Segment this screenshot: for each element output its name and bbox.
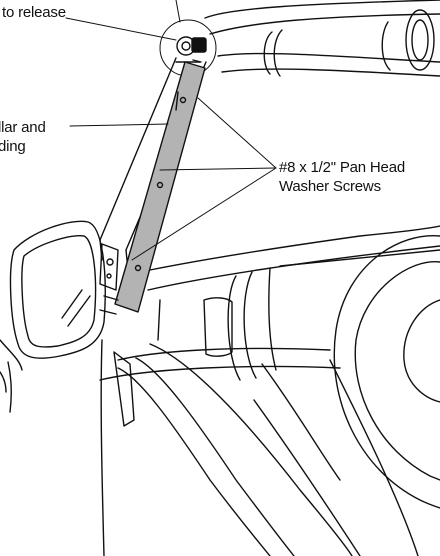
screws-label-line2: Washer Screws bbox=[279, 178, 381, 195]
steering-wheel bbox=[333, 234, 440, 509]
screws-label-line1: #8 x 1/2" Pan Head bbox=[279, 159, 405, 176]
dashboard bbox=[99, 225, 440, 381]
screws-label: #8 x 1/2" Pan Head Washer Screws bbox=[279, 158, 405, 196]
left-edge bbox=[0, 339, 23, 413]
top-roll-bar bbox=[204, 0, 440, 77]
side-mirror bbox=[9, 220, 119, 359]
pillar-label-line2: ding bbox=[0, 138, 26, 155]
leader-lines bbox=[65, 0, 277, 261]
pillar-molding-label: llar and ding bbox=[0, 118, 46, 156]
door-body bbox=[100, 339, 419, 556]
release-label: to release bbox=[2, 4, 66, 21]
pillar-label-line1: llar and bbox=[0, 119, 46, 136]
pillar-molding bbox=[114, 59, 206, 313]
hinge-bracket bbox=[99, 243, 119, 291]
